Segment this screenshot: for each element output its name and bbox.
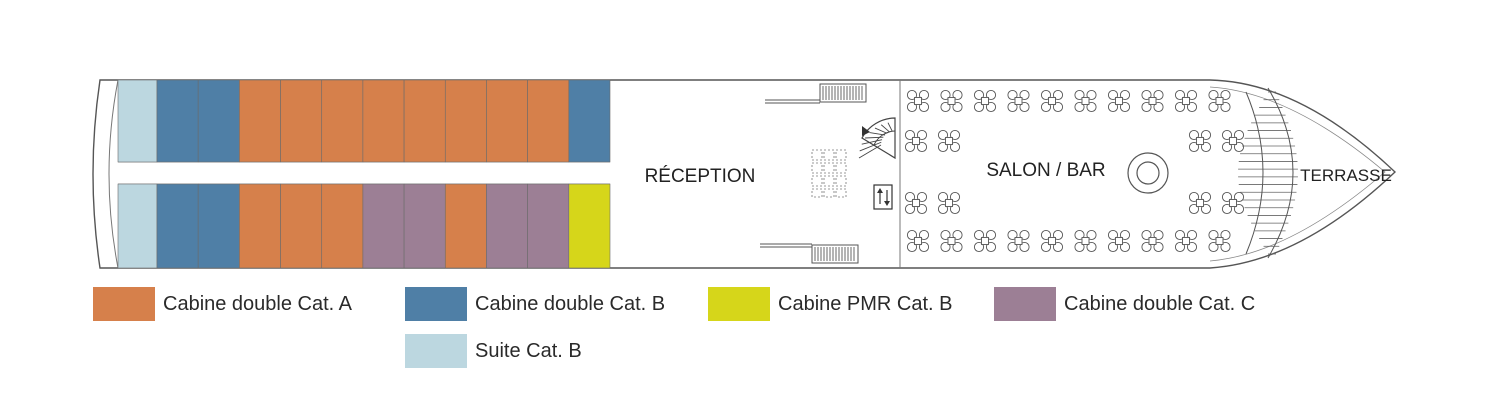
table-chairs-icon bbox=[1040, 229, 1064, 253]
stair-step bbox=[861, 139, 883, 145]
table-chairs-icon bbox=[937, 129, 961, 153]
cabin-cat-b bbox=[156, 183, 199, 269]
table-chairs-icon bbox=[1221, 129, 1245, 153]
legend-item-cat-c: Cabine double Cat. C bbox=[994, 287, 1255, 321]
table-chairs-icon bbox=[1074, 229, 1097, 253]
cabin-cat-c bbox=[362, 183, 405, 269]
cabin-cat-c bbox=[527, 183, 570, 269]
stair-step bbox=[880, 124, 890, 133]
cabin-cat-a bbox=[321, 79, 364, 163]
table-chairs-icon bbox=[1208, 89, 1231, 113]
table-chairs-icon bbox=[940, 229, 963, 253]
round-bar-icon bbox=[1127, 152, 1169, 194]
elevator-icon bbox=[873, 184, 893, 210]
cabin-cat-a bbox=[239, 183, 281, 269]
terrace-edge bbox=[1245, 91, 1264, 255]
legend-label-cat-c: Cabine double Cat. C bbox=[1064, 292, 1256, 315]
table-chairs-icon bbox=[1074, 89, 1097, 113]
stair-step bbox=[859, 141, 882, 152]
cabin-cat-b bbox=[197, 79, 240, 163]
cabin-suite bbox=[117, 79, 158, 163]
cabin-cat-a bbox=[486, 79, 528, 163]
stair-step bbox=[869, 132, 886, 136]
table-chairs-icon bbox=[1174, 229, 1198, 253]
table-chairs-icon bbox=[904, 191, 928, 215]
gangway-icon bbox=[760, 243, 859, 264]
cabin-cat-a bbox=[239, 79, 281, 163]
table-chairs-icon bbox=[1188, 129, 1212, 153]
stair-step bbox=[874, 127, 888, 134]
legend-swatch-cat-c bbox=[994, 287, 1056, 321]
terrasse-label: TERRASSE bbox=[1300, 166, 1392, 185]
cabin-cat-b bbox=[156, 79, 199, 163]
legend-item-suite: Suite Cat. B bbox=[405, 334, 582, 368]
cabin-cat-a bbox=[362, 79, 405, 163]
reception-label: RÉCEPTION bbox=[645, 166, 756, 187]
stair-step bbox=[858, 144, 882, 159]
table-chairs-icon bbox=[1208, 229, 1231, 253]
legend-swatch-cat-a bbox=[93, 287, 155, 321]
legend-item-pmr: Cabine PMR Cat. B bbox=[708, 287, 953, 321]
salon-bar-label: SALON / BAR bbox=[986, 160, 1105, 181]
cabin-cat-c bbox=[486, 183, 528, 269]
legend-label-pmr: Cabine PMR Cat. B bbox=[778, 292, 953, 315]
table-chairs-icon bbox=[1107, 89, 1131, 113]
table-chairs-icon bbox=[904, 129, 928, 153]
cabin-cat-a bbox=[527, 79, 570, 163]
legend-label-cat-b: Cabine double Cat. B bbox=[475, 292, 666, 315]
terrace-deck bbox=[1238, 87, 1298, 259]
table-chairs-icon bbox=[1221, 191, 1245, 215]
table-chairs-icon bbox=[1007, 89, 1030, 113]
table-chairs-icon bbox=[1141, 229, 1164, 253]
cabin-suite bbox=[117, 183, 158, 269]
table-chairs-icon bbox=[940, 89, 963, 113]
stair-step bbox=[865, 136, 884, 139]
bow-inner-line bbox=[1209, 86, 1386, 262]
legend-item-cat-a: Cabine double Cat. A bbox=[93, 287, 352, 321]
salon-tables bbox=[904, 89, 1245, 253]
table-chairs-icon bbox=[1141, 89, 1164, 113]
cabin-cat-a bbox=[280, 79, 323, 163]
gangway-icon bbox=[765, 83, 867, 104]
cabin-row-starboard bbox=[117, 183, 611, 269]
cabin-cat-a bbox=[403, 79, 446, 163]
terrace-edge bbox=[1267, 87, 1294, 259]
legend-label-cat-a: Cabine double Cat. A bbox=[163, 292, 353, 315]
cabin-cat-b bbox=[197, 183, 240, 269]
legend-swatch-cat-b bbox=[405, 287, 467, 321]
cabin-cat-a bbox=[321, 183, 364, 269]
table-chairs-icon bbox=[906, 89, 930, 113]
stern-inner-line bbox=[108, 79, 119, 269]
furniture-grid bbox=[811, 149, 847, 198]
table-chairs-icon bbox=[973, 89, 997, 113]
table-chairs-icon bbox=[1188, 191, 1212, 215]
cabin-cat-b bbox=[568, 79, 611, 163]
table-chairs-icon bbox=[937, 191, 961, 215]
table-chairs-icon bbox=[906, 229, 930, 253]
stair-step bbox=[887, 122, 893, 132]
legend-item-cat-b: Cabine double Cat. B bbox=[405, 287, 665, 321]
legend-swatch-suite bbox=[405, 334, 467, 368]
cabin-row-port bbox=[117, 79, 611, 163]
table-chairs-icon bbox=[1040, 89, 1064, 113]
stairs-icon bbox=[858, 117, 896, 160]
cabin-cat-a bbox=[444, 183, 487, 269]
table-chairs-icon bbox=[1007, 229, 1030, 253]
legend-swatch-pmr bbox=[708, 287, 770, 321]
cabin-cat-a bbox=[280, 183, 323, 269]
cabin-cat-c bbox=[403, 183, 446, 269]
cabin-pmr bbox=[568, 183, 611, 269]
table-chairs-icon bbox=[973, 229, 997, 253]
table-chairs-icon bbox=[1107, 229, 1131, 253]
cabin-cat-a bbox=[444, 79, 487, 163]
legend-label-suite: Suite Cat. B bbox=[475, 339, 582, 362]
table-chairs-icon bbox=[1174, 89, 1198, 113]
